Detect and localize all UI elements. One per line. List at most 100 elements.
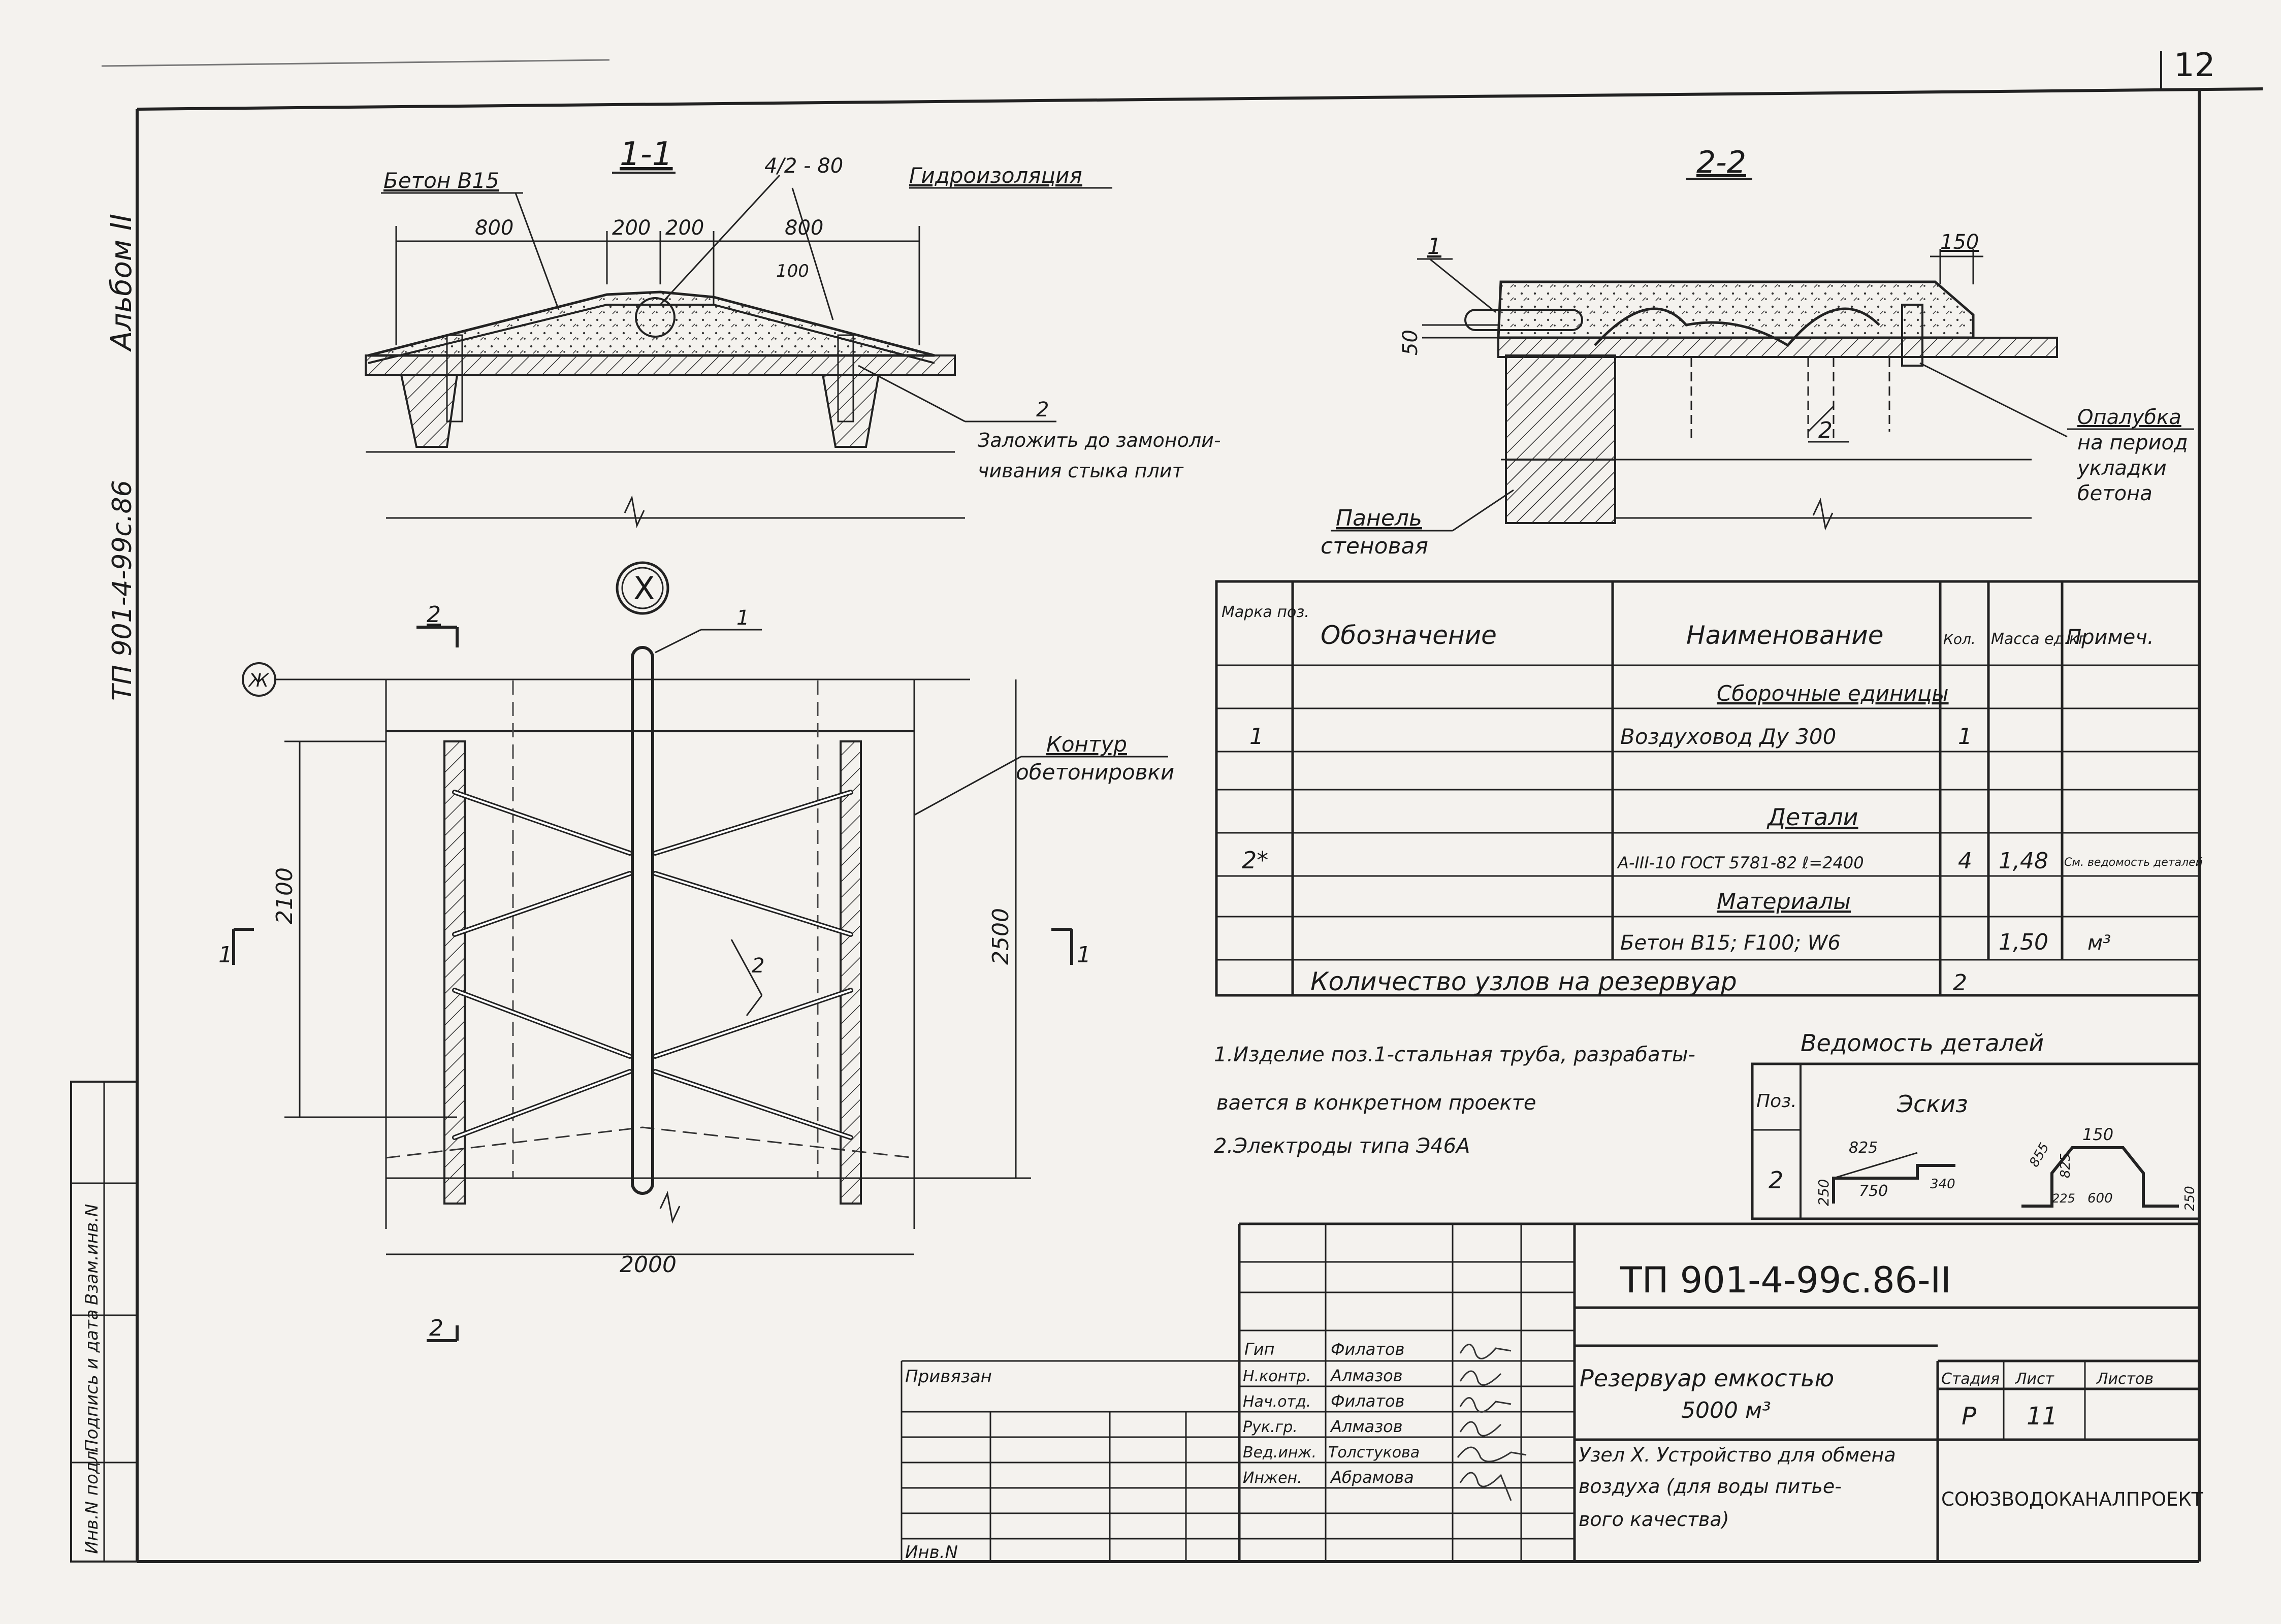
- dim-150-s2: 150: [1940, 231, 1979, 254]
- tb-role-2: Нач.отд.: [1243, 1393, 1311, 1411]
- spec-row-0-name: Сборочные единицы: [1717, 681, 1949, 706]
- details-dim-c: 750: [1859, 1182, 1888, 1200]
- details-dim-j: 250: [2182, 1186, 2198, 1211]
- title-block: ТП 901-4-99с.86-II Привязан Инв.N Гип Н.…: [901, 1222, 2203, 1563]
- tb-name-2: Филатов: [1331, 1391, 1404, 1411]
- tb-name-4: Толстукова: [1328, 1444, 1420, 1461]
- tb-sheets-label: Листов: [2096, 1370, 2154, 1388]
- spec-header-designation: Обозначение: [1321, 621, 1497, 650]
- details-col-sketch: Эскиз: [1897, 1090, 1968, 1118]
- spec-header-qty: Кол.: [1943, 631, 1976, 647]
- tb-object-1: Резервуар емкостью: [1580, 1365, 1834, 1392]
- tb-name-0: Филатов: [1331, 1340, 1404, 1359]
- tb-code: ТП 901-4-99с.86-II: [1620, 1259, 1951, 1301]
- spec-header-mark: Марка поз.: [1222, 603, 1309, 621]
- spec-table: Марка поз. Обозначение Наименование Кол.…: [1215, 580, 2203, 997]
- tb-name-3: Алмазов: [1330, 1417, 1403, 1436]
- spec-header-mass: Масса ед.кг: [1991, 630, 2086, 648]
- node-mark: X: [633, 570, 655, 607]
- label-formwork-2: на период: [2077, 431, 2188, 454]
- label-contour-1: Контур: [1046, 732, 1127, 757]
- tb-sheet-title-1: Узел X. Устройство для обмена: [1579, 1444, 1896, 1466]
- cut-1-right: 1: [1077, 942, 1091, 968]
- spec-row-4-note: См. ведомость деталей: [2064, 856, 2203, 869]
- dim-100: 100: [776, 261, 809, 281]
- spec-row-6-name: Бетон В15; F100; W6: [1620, 931, 1841, 955]
- spec-row-3-name: Детали: [1766, 803, 1858, 831]
- details-dim-g: 825: [2058, 1153, 2073, 1178]
- tb-inv: Инв.N: [905, 1542, 958, 1563]
- spec-footer-label: Количество узлов на резервуар: [1310, 967, 1737, 996]
- label-formwork-1: Опалубка: [2077, 406, 2181, 429]
- tb-signatures: [1457, 1344, 1527, 1501]
- tb-sheet-label: Лист: [2015, 1370, 2055, 1388]
- dim-200-a: 200: [612, 216, 651, 240]
- spec-row-6-mass: 1,50: [1999, 929, 2048, 955]
- details-dim-i: 600: [2087, 1191, 2113, 1206]
- label-waterproofing: Гидроизоляция: [909, 163, 1082, 188]
- tb-sheet: 11: [2027, 1402, 2058, 1431]
- side-project-code: ТП 901-4-99с.86: [107, 480, 138, 701]
- tb-bound: Привязан: [905, 1367, 992, 1387]
- plan-node-x: X Ж: [218, 561, 1174, 1342]
- sheet-frame: [101, 51, 2263, 1563]
- cut-1-left: 1: [218, 942, 233, 968]
- tb-sheet-title-3: вого качества): [1579, 1508, 1729, 1531]
- tb-org: СОЮЗВОДОКАНАЛПРОЕКТ: [1941, 1488, 2203, 1510]
- spec-header-name: Наименование: [1686, 621, 1884, 650]
- note-1b: вается в конкретном проекте: [1216, 1091, 1536, 1115]
- section-1-1: 1-1 800 200 200 800 100 Бетон В15 Гид: [365, 136, 1221, 528]
- section-2-title: 2-2: [1696, 145, 1746, 180]
- tb-role-1: Н.контр.: [1243, 1368, 1311, 1385]
- margin-inv-orig: Инв.N подл.: [82, 1445, 102, 1554]
- spec-row-4-qty: 4: [1958, 848, 1972, 874]
- details-dim-d: 340: [1930, 1177, 1955, 1192]
- left-margin-stamp: Инв.N подл. Подпись и дата Взам.инв.N Ал…: [70, 214, 138, 1563]
- spec-header-note: Примеч.: [2066, 626, 2154, 649]
- section-2-2: 2-2 150 50 1 2 Опалубка на период укладк…: [1321, 145, 2194, 559]
- plan-pos-2: 2: [752, 954, 764, 978]
- label-contour-2: обетонировки: [1016, 760, 1174, 785]
- tb-stage-label: Стадия: [1941, 1370, 2000, 1388]
- note-2: 2.Электроды типа Э46А: [1214, 1134, 1470, 1158]
- details-title: Ведомость деталей: [1801, 1029, 2044, 1057]
- cut-2-bottom: 2: [429, 1315, 443, 1341]
- details-pos: 2: [1769, 1166, 1783, 1194]
- details-table: Ведомость деталей Поз. Эскиз 2 250 825 7…: [1751, 1029, 2201, 1220]
- details-col-pos: Поз.: [1756, 1091, 1797, 1112]
- cut-2-top: 2: [427, 602, 441, 628]
- details-dim-f: 855: [2027, 1141, 2052, 1170]
- label-pos-1-s2: 1: [1427, 234, 1441, 259]
- label-weld-note-1: Заложить до замоноли-: [978, 429, 1221, 451]
- dim-200-b: 200: [665, 216, 704, 240]
- details-dim-h: 225: [2052, 1191, 2075, 1206]
- plan-pos-1: 1: [736, 606, 749, 630]
- dim-2100: 2100: [272, 867, 298, 924]
- label-pos-2-s2: 2: [1818, 417, 1833, 443]
- label-pos-2-s1: 2: [1036, 398, 1049, 421]
- dim-2000: 2000: [620, 1252, 677, 1278]
- tb-role-0: Гип: [1244, 1340, 1275, 1359]
- margin-signature-date: Подпись и дата: [82, 1309, 102, 1452]
- label-concrete-b15: Бетон В15: [383, 168, 499, 193]
- details-dim-e: 150: [2082, 1125, 2113, 1144]
- tb-role-5: Инжен.: [1243, 1469, 1302, 1487]
- margin-replace-inv: Взам.инв.N: [82, 1204, 102, 1305]
- tb-name-1: Алмазов: [1330, 1366, 1403, 1385]
- dim-800-left: 800: [475, 216, 513, 240]
- label-formwork-3: укладки: [2077, 457, 2167, 480]
- dim-2500: 2500: [988, 908, 1014, 965]
- tb-sheet-title-2: воздуха (для воды питье-: [1579, 1475, 1842, 1498]
- note-1a: 1.Изделие поз.1-стальная труба, разрабат…: [1214, 1043, 1695, 1066]
- label-panel-2: стеновая: [1321, 533, 1428, 559]
- spec-footer-value: 2: [1953, 970, 1967, 996]
- section-1-title: 1-1: [620, 136, 673, 173]
- dim-50-s2: 50: [1399, 330, 1422, 355]
- spec-row-6-note: м³: [2087, 931, 2111, 955]
- label-fraction: 4/2 - 80: [764, 154, 843, 178]
- page-number: 12: [2174, 47, 2215, 84]
- album-label: Альбом II: [105, 214, 138, 352]
- label-weld-note-2: чивания стыка плит: [978, 460, 1184, 482]
